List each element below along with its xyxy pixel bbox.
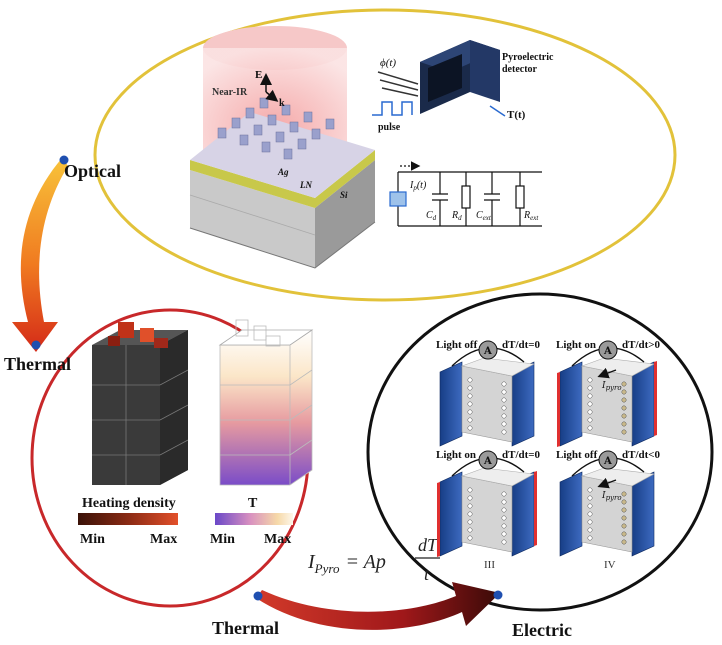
e-field-label: E <box>255 69 262 81</box>
current-source-label: Ip(t) <box>409 180 427 192</box>
rext-label: Rext <box>523 210 539 222</box>
cd-label: Cd <box>426 210 437 222</box>
light-state-label: Light on <box>436 449 476 461</box>
i-pyro-label: Ipyro <box>601 381 622 392</box>
light-state-label: Light on <box>556 339 596 351</box>
heating-density-block <box>92 322 189 485</box>
rate-label: dT/dt<0 <box>622 449 661 461</box>
optical-node-dot <box>59 155 69 165</box>
rate-label: dT/dt>0 <box>622 339 661 351</box>
svg-text:IPyro= Ap: IPyro= Ap <box>307 551 386 576</box>
heating-max-label: Max <box>150 532 177 547</box>
temperature-title: T <box>248 496 258 511</box>
si-label: Si <box>340 190 348 200</box>
equivalent-circuit <box>389 161 542 227</box>
ln-label: LN <box>299 180 312 190</box>
svg-text:t: t <box>424 564 430 584</box>
rate-label: dT/dt=0 <box>502 449 541 461</box>
thermal-node-dot <box>31 340 41 350</box>
temperature-colorbar <box>215 513 293 525</box>
temperature-block <box>218 319 314 486</box>
temp-label: T(t) <box>507 109 526 121</box>
heating-min-label: Min <box>80 532 105 547</box>
ammeter-icon: A <box>483 456 492 467</box>
phi-label: ϕ(t) <box>380 57 396 69</box>
detector-label-line2: detector <box>502 64 538 75</box>
optical-ring <box>93 8 677 302</box>
optical-to-thermal-arrow <box>12 158 68 352</box>
pyro-current-formula: IPyro= Ap dT t <box>307 535 440 584</box>
cext-label: Cext <box>476 210 492 222</box>
heating-density-title: Heating density <box>82 496 176 511</box>
state-roman-numeral: IV <box>604 559 616 571</box>
rd-label: Rd <box>451 210 462 222</box>
electric-node-dot <box>493 590 503 600</box>
ammeter-icon: A <box>603 456 612 467</box>
electric-label: Electric <box>512 620 572 640</box>
i-pyro-label: Ipyro <box>601 491 622 502</box>
ag-label: Ag <box>277 167 289 177</box>
temperature-max-label: Max <box>264 532 291 547</box>
light-state-label: Light off <box>436 339 478 351</box>
thermal-to-electric-arrow <box>256 582 500 630</box>
ammeter-icon: A <box>603 346 612 357</box>
svg-text:dT: dT <box>418 535 439 555</box>
near-ir-label: Near-IR <box>212 87 248 98</box>
state-roman-numeral: III <box>484 559 495 571</box>
detector-label-line1: Pyroelectric <box>502 52 554 63</box>
heating-colorbar <box>78 513 178 525</box>
k-vector-label: k <box>279 98 285 109</box>
thermal-left-label: Thermal <box>4 354 71 374</box>
electric-ring <box>366 292 714 612</box>
pulse-label: pulse <box>378 122 401 133</box>
light-state-label: Light off <box>556 449 598 461</box>
metasurface-device <box>189 26 376 269</box>
thermal-bottom-node-dot <box>253 591 263 601</box>
electric-state-q4: A Ipyro Light off dT/dt<0IV <box>556 449 661 571</box>
thermal-bottom-label: Thermal <box>212 618 279 638</box>
ammeter-icon: A <box>483 346 492 357</box>
rate-label: dT/dt=0 <box>502 339 541 351</box>
pyroelectric-detector-icon <box>372 40 506 117</box>
optical-label: Optical <box>64 161 121 181</box>
temperature-min-label: Min <box>210 532 235 547</box>
